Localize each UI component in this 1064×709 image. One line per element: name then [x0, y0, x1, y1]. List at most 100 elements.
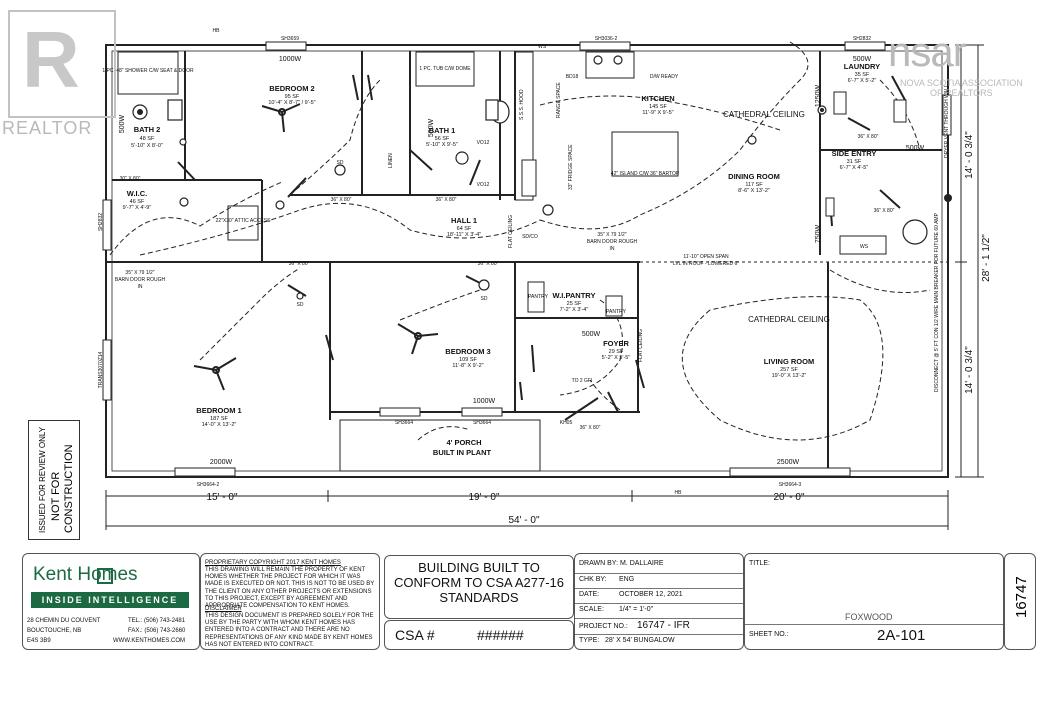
room-bath2-name: BATH 2: [134, 125, 161, 134]
svg-text:HB: HB: [213, 28, 221, 34]
svg-text:NOT FOR: NOT FOR: [50, 472, 62, 521]
svg-text:IN: IN: [610, 246, 615, 252]
room-foyer-name: FOYER: [603, 339, 629, 348]
svg-text:36" X 80": 36" X 80": [874, 208, 895, 214]
svg-text:187 SF: 187 SF: [210, 416, 228, 422]
cathedral-ceiling-label: CATHEDRAL CEILING: [723, 110, 805, 119]
svg-text:WS: WS: [860, 244, 869, 250]
svg-text:6'-7" X 5'-2": 6'-7" X 5'-2": [848, 78, 877, 84]
svg-text:18'-11" X 3'-4": 18'-11" X 3'-4": [447, 232, 481, 238]
svg-text:35" X 79 1/2": 35" X 79 1/2": [125, 270, 154, 276]
svg-text:KH05: KH05: [560, 420, 573, 426]
room-hall1-name: HALL 1: [451, 216, 477, 225]
svg-text:RANGE SPACE: RANGE SPACE: [556, 82, 562, 118]
svg-text:7'-2" X 3'-4": 7'-2" X 3'-4": [560, 307, 589, 313]
svg-text:CONSTRUCTION: CONSTRUCTION: [63, 444, 75, 533]
window-size: 2000W: [210, 459, 233, 466]
review-stamp: ISSUED FOR REVIEW ONLY NOT FOR CONSTRUCT…: [28, 420, 80, 540]
svg-text:SH3664: SH3664: [395, 420, 413, 426]
window-size: 500W: [428, 118, 435, 137]
water-heater: [902, 219, 928, 245]
svg-text:109 SF: 109 SF: [459, 357, 477, 363]
ceiling-fan-bedroom3: [397, 323, 439, 355]
conform-text: BUILDING BUILT TO CONFORM TO CSA A277-16…: [393, 560, 565, 605]
svg-text:56 SF: 56 SF: [435, 136, 450, 142]
copyright-block: PROPRIETARY COPYRIGHT 2017 KENT HOMES TH…: [200, 553, 380, 650]
attic-label: 22"X30" ATTIC ACCESS: [216, 218, 272, 224]
dim-right-upper: 14' - 0 3/4": [964, 131, 975, 179]
dim-right-lower: 14' - 0 3/4": [964, 346, 975, 394]
svg-text:SD/CO: SD/CO: [522, 234, 538, 240]
window-size: 1000W: [473, 398, 496, 405]
house-icon: [97, 568, 113, 584]
realtor-watermark: REALTOR: [2, 118, 93, 138]
ceiling-fan-bedroom1: [193, 357, 237, 391]
dim-total: 54' - 0": [508, 515, 539, 526]
svg-text:PANTRY: PANTRY: [528, 294, 548, 300]
svg-text:19'-0" X 13'-2": 19'-0" X 13'-2": [772, 373, 807, 379]
side-project-number: 16747: [1013, 576, 1030, 618]
svg-text:6'-7" X 4'-5": 6'-7" X 4'-5": [840, 165, 869, 171]
svg-text:TRANS3070Z14: TRANS3070Z14: [98, 351, 104, 388]
dim-right-total: 28' - 1 1/2": [981, 234, 992, 282]
svg-text:36" X 80": 36" X 80": [478, 261, 499, 267]
svg-text:29 SF: 29 SF: [609, 349, 624, 355]
svg-text:SH2832: SH2832: [853, 36, 871, 42]
conform-block: BUILDING BUILT TO CONFORM TO CSA A277-16…: [384, 555, 574, 619]
svg-text:145 SF: 145 SF: [649, 104, 667, 110]
side-number-block: 16747: [1004, 553, 1036, 650]
svg-text:WS: WS: [538, 44, 547, 50]
shower-label: 1 PC. 48" SHOWER C/W SEAT & DOOR: [102, 68, 194, 74]
room-bedroom1-name: BEDROOM 1: [196, 406, 241, 415]
svg-text:VO12: VO12: [477, 140, 490, 146]
nsar-line1: NOVA SCOTIA ASSOCIATION: [900, 78, 1023, 88]
window-size: 2500W: [777, 459, 800, 466]
room-bedroom3-name: BEDROOM 3: [445, 347, 490, 356]
svg-text:DRYER VENT THROUGH WALL: DRYER VENT THROUGH WALL: [944, 84, 950, 158]
porch-name: 4' PORCH: [446, 438, 481, 447]
svg-text:TO 2 GFI: TO 2 GFI: [572, 378, 593, 384]
realtor-logo: R: [8, 10, 116, 118]
svg-text:30" X 80": 30" X 80": [120, 176, 141, 182]
svg-text:SH3036-2: SH3036-2: [595, 36, 618, 42]
dim-seg2: 19' - 0": [468, 492, 499, 503]
svg-text:31 SF: 31 SF: [847, 159, 862, 165]
cathedral-ceiling-label: CATHEDRAL CEILING: [748, 315, 830, 324]
realtor-r-icon: R: [22, 15, 80, 104]
window-size: 500W: [119, 114, 126, 133]
svg-text:SH3659: SH3659: [281, 36, 299, 42]
room-kitchen-name: KITCHEN: [641, 94, 674, 103]
svg-text:36" X 80": 36" X 80": [436, 197, 457, 203]
svg-text:FLAT CEILING: FLAT CEILING: [508, 215, 514, 248]
svg-text:PANTRY: PANTRY: [606, 309, 626, 315]
csa-block: CSA # ######: [384, 620, 574, 650]
ceiling-fan-bedroom2: [261, 103, 301, 133]
svg-text:SD: SD: [297, 302, 304, 308]
svg-text:35 SF: 35 SF: [855, 72, 870, 78]
dim-seg3: 20' - 0": [773, 492, 804, 503]
svg-text:ISSUED FOR REVIEW ONLY: ISSUED FOR REVIEW ONLY: [38, 426, 47, 533]
window-size: 500W: [853, 56, 872, 63]
window-size: 1250W: [815, 85, 822, 108]
svg-text:5'-10" X 9'-5": 5'-10" X 9'-5": [426, 142, 458, 148]
svg-text:35" X 79 1/2": 35" X 79 1/2": [597, 232, 626, 238]
svg-text:36" X 80": 36" X 80": [858, 134, 879, 140]
svg-text:FLAT CEILING: FLAT CEILING: [638, 329, 644, 362]
room-laundry-name: LAUNDRY: [844, 62, 880, 71]
tub-label: 1 PC. TUB C/W DOME: [419, 66, 471, 72]
brand-name: Kent Homes: [33, 564, 138, 585]
svg-text:SD: SD: [337, 160, 344, 166]
svg-text:9'-7" X 4'-9": 9'-7" X 4'-9": [123, 205, 152, 211]
island-label: 42" ISLAND C/W 36" BARTOP: [611, 171, 680, 177]
svg-text:117 SF: 117 SF: [745, 182, 763, 188]
svg-text:LINEN: LINEN: [388, 153, 394, 168]
title-sheet-block: TITLE: FOXWOOD SHEET NO.: 2A-101: [744, 553, 1004, 650]
svg-text:S.S.S. HOOD: S.S.S. HOOD: [519, 89, 525, 120]
porch-sub: BUILT IN PLANT: [433, 448, 492, 457]
svg-text:BARN DOOR ROUGH: BARN DOOR ROUGH: [587, 239, 638, 245]
room-sideentry-name: SIDE ENTRY: [832, 149, 877, 158]
drawing-info-block: DRAWN BY: M. DALLAIRE CHK BY: ENG DATE: …: [574, 553, 744, 650]
svg-text:LVL IN ROOF - LOWERED 6": LVL IN ROOF - LOWERED 6": [673, 261, 739, 267]
title-value: FOXWOOD: [845, 612, 893, 622]
svg-text:14'-0" X 13'-2": 14'-0" X 13'-2": [202, 422, 237, 428]
